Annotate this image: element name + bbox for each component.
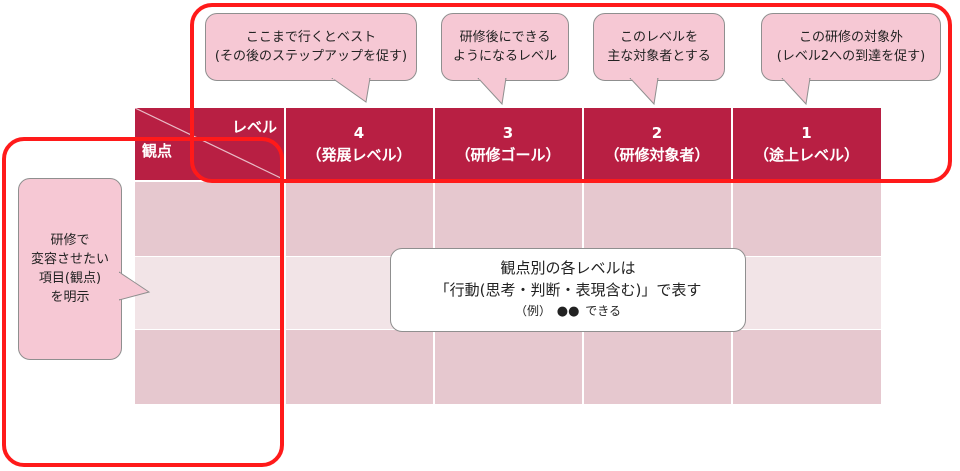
callout-viewpoint-line4: を明示	[50, 290, 90, 305]
callout-level-3-tail	[477, 78, 507, 106]
callout-viewpoint-line3: 項目(観点)	[38, 271, 102, 286]
callout-level-2: このレベルを 主な対象者とする	[593, 13, 725, 81]
center-note-line2: 「行動(思考・判断・表現含む)」で表す	[434, 281, 702, 299]
callout-level-2-line1: このレベルを	[619, 30, 698, 45]
callout-level-4: ここまで行くとベスト (その後のステップアップを促す)	[205, 13, 417, 81]
center-note-line1: 観点別の各レベルは	[500, 259, 636, 277]
level-3-label: （研修ゴール）	[455, 146, 561, 164]
example-marks: ●●	[556, 304, 580, 319]
callout-level-3-line2: ようになるレベル	[452, 49, 557, 64]
table-row	[135, 182, 881, 256]
callout-level-4-line2: (その後のステップアップを促す)	[214, 49, 408, 64]
callout-level-1-tail	[781, 78, 811, 106]
callout-level-3-line1: 研修後にできる	[459, 30, 551, 45]
callout-viewpoint-line1: 研修で	[50, 233, 90, 248]
column-divider	[284, 108, 286, 404]
level-2-number: 2	[651, 124, 663, 142]
corner-level-label: レベル	[232, 118, 278, 136]
callout-viewpoint-tail	[119, 271, 151, 301]
level-3-header: 3 （研修ゴール）	[434, 108, 582, 180]
callout-viewpoint: 研修で 変容させたい 項目(観点) を明示	[18, 178, 122, 360]
callout-level-4-line1: ここまで行くとベスト	[245, 30, 377, 45]
corner-diagonal	[135, 108, 285, 180]
callout-level-1-line1: この研修の対象外	[798, 30, 903, 45]
corner-viewpoint-label: 観点	[142, 142, 173, 160]
level-1-label: （途上レベル）	[753, 146, 859, 164]
callout-level-4-tail	[331, 78, 371, 103]
callout-viewpoint-line2: 変容させたい	[30, 252, 109, 267]
level-4-number: 4	[353, 124, 365, 142]
center-note-example: （例） ●● できる	[391, 301, 745, 322]
level-3-number: 3	[502, 124, 514, 142]
level-4-header: 4 （発展レベル）	[285, 108, 433, 180]
level-4-label: （発展レベル）	[306, 146, 412, 164]
table-row	[135, 330, 881, 404]
levels-highlight-frame	[190, 3, 952, 183]
level-1-header: 1 （途上レベル）	[732, 108, 881, 180]
center-note: 観点別の各レベルは 「行動(思考・判断・表現含む)」で表す （例） ●● できる	[390, 248, 746, 332]
level-2-header: 2 （研修対象者）	[583, 108, 731, 180]
example-prefix: （例）	[514, 304, 551, 318]
callout-level-3: 研修後にできる ようになるレベル	[441, 13, 569, 81]
callout-level-1: この研修の対象外 (レベル2への到達を促す)	[761, 13, 941, 81]
example-suffix: できる	[585, 304, 622, 318]
level-1-number: 1	[801, 124, 812, 142]
callout-level-2-line2: 主な対象者とする	[607, 49, 711, 64]
level-2-label: （研修対象者）	[604, 146, 710, 164]
callout-level-2-tail	[629, 78, 659, 106]
callout-level-1-line2: (レベル2への到達を促す)	[776, 49, 926, 64]
viewpoint-highlight-frame	[2, 137, 284, 467]
